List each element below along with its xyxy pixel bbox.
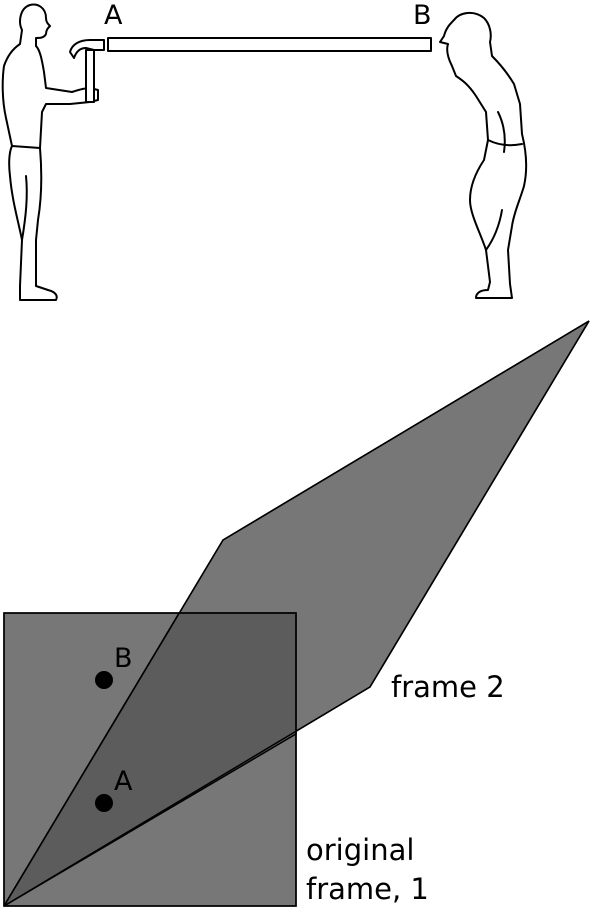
label-a-point: A [114,766,133,797]
hammer-icon [69,39,105,103]
original-frame-label-line1: original [306,833,414,867]
hammering-man-figure [1,3,99,301]
original-frame-label-line2: frame, 1 [306,872,429,906]
event-a-point [95,794,113,812]
listening-man-figure [439,12,528,299]
label-b-top: B [413,0,432,31]
frames-group: A B frame 2 original frame, 1 [3,320,590,907]
original-frame-outline [3,612,297,907]
frame-2-outline [3,320,590,907]
label-b-point: B [114,643,133,674]
label-a-top: A [104,0,123,31]
hammer-scene: A B [1,0,528,301]
rod [107,37,432,52]
frame-2-label: frame 2 [391,670,505,704]
event-b-point [95,671,113,689]
